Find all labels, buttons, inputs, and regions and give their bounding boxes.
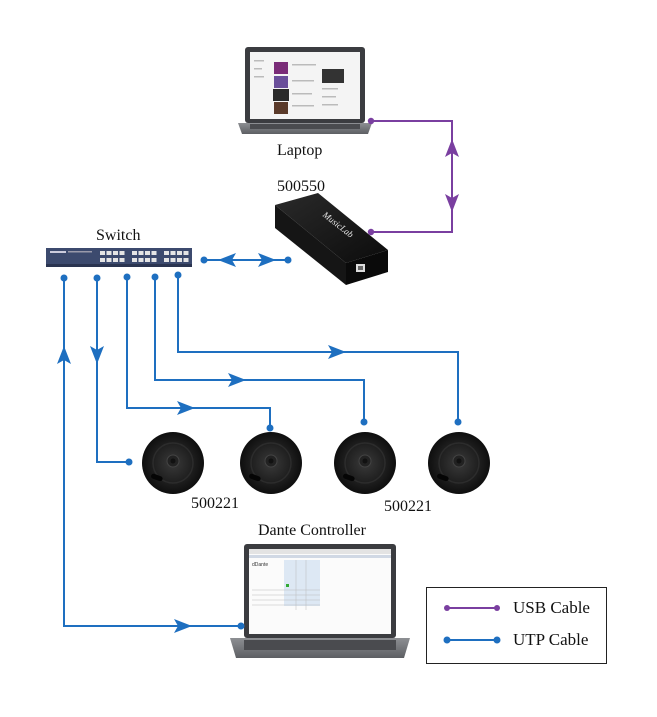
cable-endpoint	[151, 273, 159, 281]
switch-port	[177, 258, 182, 262]
speaker-port	[437, 473, 449, 482]
cable-endpoint	[360, 418, 368, 426]
cable-endpoint	[60, 274, 68, 282]
arrow-u-icon	[445, 139, 459, 157]
speaker-model-label-right: 500221	[384, 498, 432, 515]
cable-endpoint	[200, 256, 208, 264]
legend: USB Cable UTP Cable	[426, 587, 607, 664]
switch-port	[113, 258, 118, 262]
cable-endpoint	[284, 256, 292, 264]
switch-label: Switch	[96, 227, 141, 244]
utp-cable-speaker-2	[126, 277, 271, 428]
legend-label-usb: USB Cable	[513, 598, 590, 617]
cable-endpoint	[123, 273, 131, 281]
switch-port	[106, 251, 112, 255]
speaker-port	[249, 473, 261, 482]
utp-cable-swatch	[443, 636, 501, 644]
switch-port	[151, 251, 157, 255]
utp-cable-speaker-4	[177, 275, 459, 422]
speaker-port	[151, 473, 163, 482]
switch-port	[119, 258, 125, 262]
ceiling-speaker-3	[334, 432, 396, 494]
switch-port	[132, 258, 137, 262]
arrow-d-icon	[445, 194, 459, 212]
usb-cable	[371, 120, 453, 233]
laptop-device	[238, 47, 372, 134]
switch-port	[164, 251, 169, 255]
legend-label-utp: UTP Cable	[513, 630, 589, 649]
cable-endpoint	[174, 271, 182, 279]
interface-500550-device: MusicLab	[275, 193, 388, 285]
arrow-r-icon	[174, 619, 192, 633]
switch-port	[170, 251, 176, 255]
switch-port	[177, 251, 182, 255]
dante-controller-label: Dante Controller	[258, 522, 366, 539]
switch-port	[138, 258, 144, 262]
switch-port	[132, 251, 137, 255]
switch-port	[100, 258, 105, 262]
switch-port	[138, 251, 144, 255]
switch-port	[183, 258, 189, 262]
usb-cable-swatch	[444, 605, 500, 611]
speaker-model-label-left: 500221	[191, 495, 239, 512]
switch-port	[151, 258, 157, 262]
cable-endpoint	[237, 622, 245, 630]
cable-endpoint	[266, 424, 274, 432]
cable-endpoint	[367, 117, 375, 125]
cable-endpoint	[93, 274, 101, 282]
laptop-label: Laptop	[277, 142, 323, 159]
switch-port	[145, 251, 150, 255]
dante-controller-laptop: dDante	[230, 544, 410, 658]
ceiling-speaker-4	[428, 432, 490, 494]
switch-port	[119, 251, 125, 255]
cable-endpoint	[125, 458, 133, 466]
arrow-l-icon	[218, 253, 236, 267]
switch-body	[46, 248, 192, 266]
switch-port	[145, 258, 150, 262]
arrow-u-icon	[57, 346, 71, 364]
legend-item-usb: USB Cable	[427, 596, 606, 620]
arrow-r-icon	[328, 345, 346, 359]
cable-endpoint	[454, 418, 462, 426]
ceiling-speaker-1	[142, 432, 204, 494]
laptop-screen	[250, 52, 360, 119]
switch-port	[113, 251, 118, 255]
switch-port	[164, 258, 169, 262]
legend-item-utp: UTP Cable	[427, 628, 606, 652]
svg-text:dDante: dDante	[252, 562, 268, 568]
switch-port	[183, 251, 189, 255]
utp-cable-speaker-3	[154, 277, 365, 422]
interface-model-label: 500550	[277, 178, 325, 195]
arrow-r-icon	[258, 253, 276, 267]
arrow-r-icon	[228, 373, 246, 387]
network-switch-device	[46, 248, 192, 267]
ceiling-speaker-2	[240, 432, 302, 494]
switch-port	[170, 258, 176, 262]
speaker-port	[343, 473, 355, 482]
cable-endpoint	[367, 228, 375, 236]
utp-cable-speaker-1	[96, 278, 129, 463]
arrow-r-icon	[177, 401, 195, 415]
arrow-d-icon	[90, 346, 104, 364]
switch-port	[100, 251, 105, 255]
switch-port	[106, 258, 112, 262]
